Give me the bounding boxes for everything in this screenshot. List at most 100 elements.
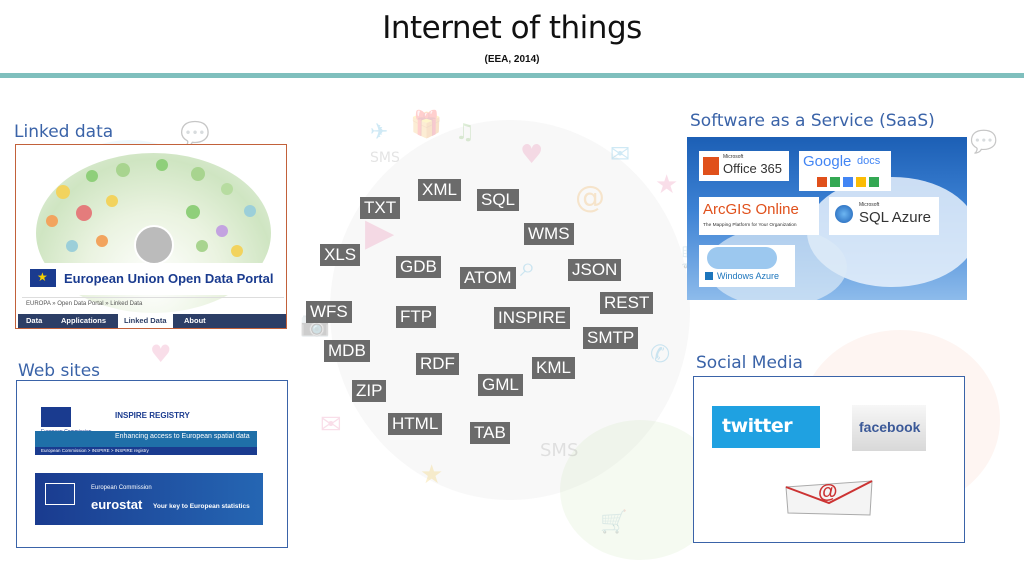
format-tag: RDF bbox=[416, 353, 459, 375]
chat-icon: 💬 bbox=[970, 130, 998, 155]
format-tag: ZIP bbox=[352, 380, 387, 402]
format-tag: ATOM bbox=[460, 267, 516, 289]
docs-app-icon bbox=[869, 177, 879, 187]
office-brand-small: Microsoft bbox=[723, 154, 744, 160]
section-label-linked-data: Linked data bbox=[14, 122, 114, 142]
format-tag: KML bbox=[532, 357, 575, 379]
sql-azure-logo[interactable]: Microsoft SQL Azure bbox=[829, 197, 939, 235]
arcgis-online-logo[interactable]: ArcGIS Online The Mapping Platform for Y… bbox=[699, 197, 819, 235]
inspire-crumb-bar: European Commission > INSPIRE > INSPIRE … bbox=[35, 447, 257, 455]
search-icon: ⌕ bbox=[520, 250, 536, 283]
eu-flag-icon bbox=[45, 483, 75, 505]
eurostat-name: eurostat bbox=[91, 497, 143, 512]
linked-data-panel: European Union Open Data Portal EUROPA »… bbox=[15, 144, 287, 329]
format-tag: INSPIRE bbox=[494, 307, 571, 329]
star-icon: ★ bbox=[655, 170, 679, 200]
sms-icon: SMS bbox=[540, 440, 579, 461]
format-tag: WFS bbox=[306, 301, 352, 323]
web-sites-panel: European Commission INSPIRE REGISTRY Enh… bbox=[16, 380, 288, 548]
sql-azure-icon bbox=[835, 205, 853, 223]
google-label: Google bbox=[803, 153, 852, 170]
eurostat-top-label: European Commission bbox=[91, 485, 152, 491]
eu-flag-icon bbox=[41, 407, 71, 427]
section-label-saas: Software as a Service (SaaS) bbox=[690, 111, 935, 131]
format-tag: MDB bbox=[324, 340, 370, 362]
slide-subtitle: (EEA, 2014) bbox=[484, 54, 540, 65]
cart-icon: 🛒 bbox=[600, 510, 628, 535]
facebook-label: facebook bbox=[859, 419, 921, 435]
linked-open-data-cloud bbox=[16, 145, 286, 313]
docs-app-icon bbox=[856, 177, 866, 187]
at-symbol: @ bbox=[818, 481, 838, 503]
docs-app-icon bbox=[843, 177, 853, 187]
windows-azure-logo[interactable]: Windows Azure bbox=[699, 245, 795, 287]
facebook-logo[interactable]: facebook bbox=[852, 405, 926, 451]
format-tag: TXT bbox=[360, 197, 401, 219]
google-docs-logo[interactable]: Google docs bbox=[799, 151, 891, 191]
office-365-logo[interactable]: Microsoft Office 365 bbox=[699, 151, 789, 181]
nav-tab-linked-data[interactable]: Linked Data bbox=[118, 314, 173, 328]
format-tag: REST bbox=[600, 292, 654, 314]
portal-title: European Union Open Data Portal bbox=[64, 271, 274, 286]
docs-app-icon bbox=[830, 177, 840, 187]
nav-tab-applications[interactable]: Applications bbox=[55, 314, 113, 328]
office-365-label: Office 365 bbox=[723, 161, 783, 176]
nav-tab-about[interactable]: About bbox=[178, 314, 212, 328]
heart-icon: ♥ bbox=[150, 340, 172, 368]
format-tag: SMTP bbox=[583, 327, 639, 349]
music-note-icon: ♫ bbox=[455, 120, 475, 145]
slide-title: Internet of things bbox=[382, 10, 642, 46]
saas-panel: Microsoft Office 365 Google docs ArcGIS … bbox=[687, 137, 967, 300]
format-tag: FTP bbox=[396, 306, 437, 328]
portal-breadcrumb: EUROPA » Open Data Portal » Linked Data bbox=[26, 301, 143, 307]
eurostat-tagline: Your key to European statistics bbox=[153, 503, 250, 510]
azure-cloud-icon bbox=[707, 247, 777, 269]
sql-azure-label: SQL Azure bbox=[859, 209, 931, 226]
portal-header: European Union Open Data Portal bbox=[22, 263, 284, 295]
chat-icon: 💬 bbox=[180, 120, 210, 148]
portal-nav: Data Applications Linked Data About bbox=[18, 314, 286, 328]
title-divider bbox=[0, 73, 1024, 78]
inspire-registry-subtitle: Enhancing access to European spatial dat… bbox=[115, 433, 250, 440]
nav-tab-data[interactable]: Data bbox=[20, 314, 49, 328]
sql-brand-small: Microsoft bbox=[859, 202, 880, 208]
gift-icon: 🎁 bbox=[410, 110, 443, 140]
docs-app-icon bbox=[817, 177, 827, 187]
format-tag: GML bbox=[478, 374, 523, 396]
phone-icon: ✆ bbox=[650, 340, 671, 368]
format-tag: JSON bbox=[568, 259, 622, 281]
office-icon bbox=[703, 157, 719, 175]
format-tag: GDB bbox=[396, 256, 441, 278]
at-icon: @ bbox=[575, 180, 605, 215]
social-media-panel: twitter facebook @ bbox=[693, 376, 965, 543]
inspire-registry-title: INSPIRE REGISTRY bbox=[115, 411, 190, 420]
mail-icon: ✉ bbox=[610, 140, 631, 168]
format-tag: WMS bbox=[524, 223, 574, 245]
format-tag: SQL bbox=[477, 189, 520, 211]
email-envelope-icon[interactable]: @ bbox=[784, 479, 874, 517]
format-tag: HTML bbox=[388, 413, 443, 435]
twitter-logo[interactable]: twitter bbox=[712, 406, 820, 448]
docs-label: docs bbox=[857, 155, 881, 167]
star-icon: ★ bbox=[420, 460, 444, 490]
format-tag: XLS bbox=[320, 244, 361, 266]
windows-icon bbox=[705, 272, 713, 280]
arcgis-tagline: The Mapping Platform for Your Organizati… bbox=[703, 223, 797, 228]
eu-flag-icon bbox=[30, 269, 56, 287]
portal-divider bbox=[22, 297, 284, 298]
section-label-social-media: Social Media bbox=[696, 353, 803, 373]
inspire-band: Enhancing access to European spatial dat… bbox=[35, 431, 257, 447]
windows-azure-label: Windows Azure bbox=[717, 271, 780, 281]
inspire-registry-banner[interactable]: European Commission INSPIRE REGISTRY Enh… bbox=[35, 403, 257, 455]
section-label-web-sites: Web sites bbox=[18, 361, 101, 381]
envelope-icon bbox=[785, 480, 873, 516]
format-tag: XML bbox=[418, 179, 461, 201]
arcgis-label: ArcGIS Online bbox=[703, 201, 799, 218]
eurostat-banner[interactable]: European Commission eurostat Your key to… bbox=[35, 473, 263, 525]
inspire-breadcrumb: European Commission > INSPIRE > INSPIRE … bbox=[41, 448, 149, 453]
twitter-label: twitter bbox=[722, 415, 793, 437]
mail-icon: ✉ bbox=[320, 410, 342, 440]
sms-icon: SMS bbox=[370, 150, 400, 166]
plane-icon: ✈ bbox=[370, 120, 389, 145]
format-tag: TAB bbox=[470, 422, 510, 444]
